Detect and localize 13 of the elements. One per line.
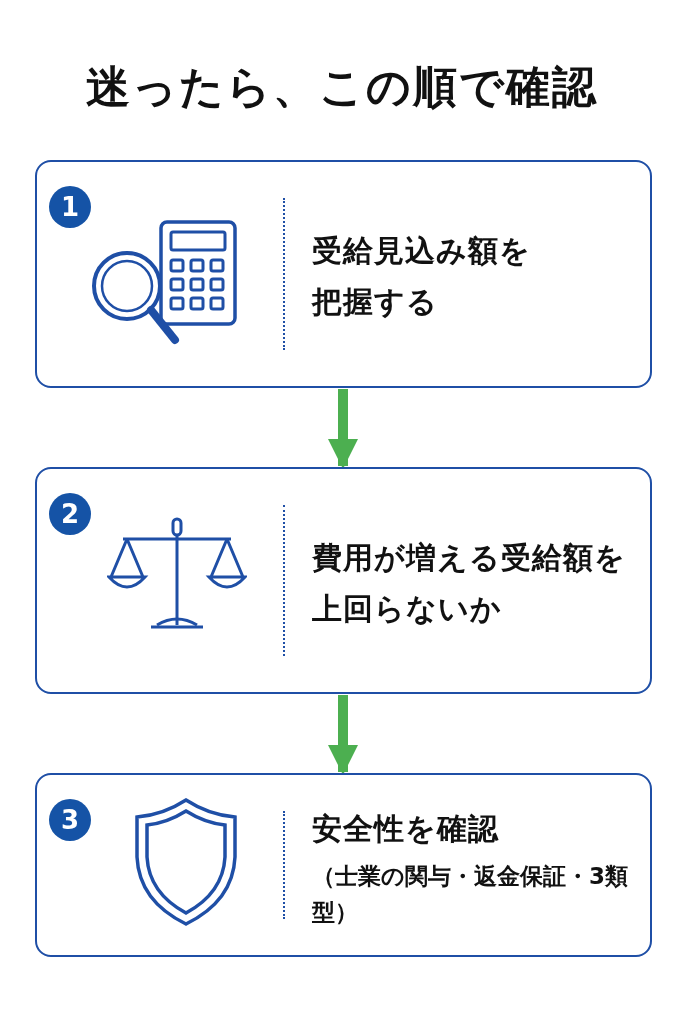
title: 迷ったら、この順で確認: [84, 60, 599, 114]
step-text: 費用が増える受給額を上回らないか: [312, 538, 627, 628]
arrow: [328, 389, 358, 469]
step-number: 2: [49, 493, 91, 535]
step-text: 安全性を確認: [312, 809, 500, 848]
step-number: 1: [49, 186, 91, 228]
step-card: [35, 773, 652, 957]
step-card: [35, 160, 652, 388]
step-text: 受給見込み額を把握する: [312, 232, 532, 321]
arrow: [328, 695, 358, 775]
step-card: [35, 467, 652, 694]
step-note: （士業の関与・返金保証・3類型）: [312, 861, 629, 928]
step-number: 3: [49, 799, 91, 841]
